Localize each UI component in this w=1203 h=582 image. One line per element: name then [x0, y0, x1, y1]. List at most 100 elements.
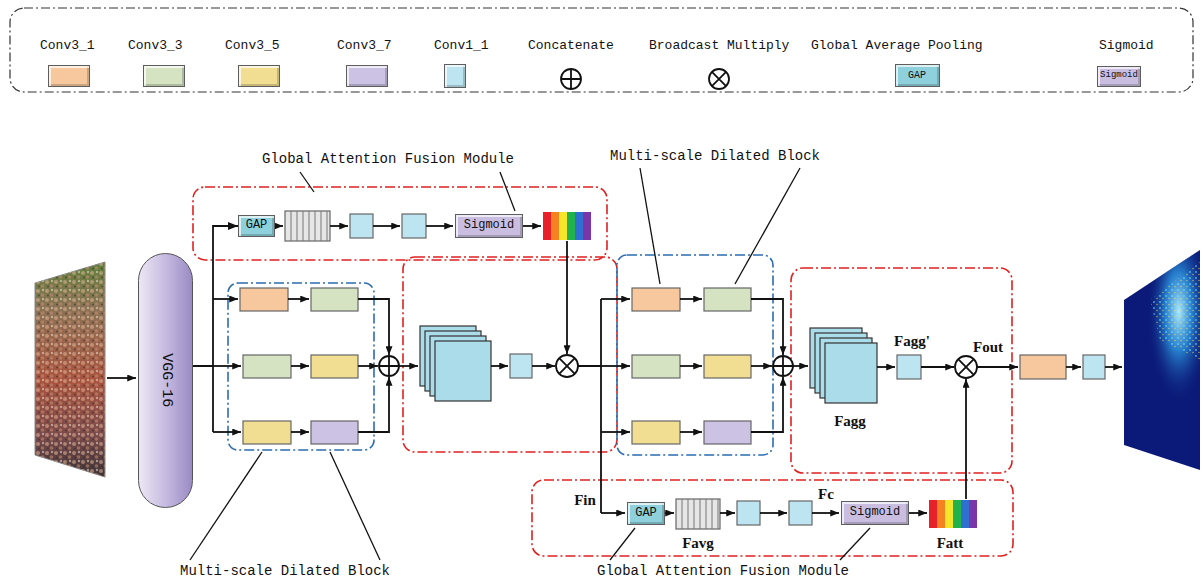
flow-arrow — [358, 365, 378, 367]
flow-arrow — [566, 241, 568, 354]
legend-frame — [10, 8, 1193, 92]
input-image — [35, 262, 105, 477]
node-label: Sigmoid — [464, 219, 514, 232]
operator-symbol — [955, 356, 977, 378]
legend-label: Conv1_1 — [434, 39, 489, 53]
node-label: GAP — [246, 219, 268, 232]
tensor-name: Fagg — [834, 413, 866, 430]
legend-frame — [10, 8, 1193, 92]
flow-arrow — [1105, 366, 1122, 368]
flow-arrow — [107, 226, 1122, 513]
conv-block — [704, 355, 751, 378]
operator-symbol — [773, 356, 793, 376]
attention-vector — [937, 500, 945, 528]
legend-swatch — [346, 65, 388, 87]
gap-box: GAP — [627, 502, 665, 525]
flow-arrow — [751, 365, 772, 367]
conv-block — [243, 355, 291, 378]
conv-block — [825, 343, 877, 403]
leader-line — [500, 172, 515, 211]
flow-arrow — [275, 225, 283, 227]
flow-arrow — [877, 366, 895, 368]
flow-arrow — [373, 225, 400, 227]
swatch-text: Sigmoid — [1100, 71, 1138, 81]
conv-block — [311, 421, 358, 444]
flow-arrow — [578, 299, 601, 513]
flow-arrow — [288, 298, 309, 300]
attention-vector — [583, 212, 591, 240]
conv-block — [350, 214, 373, 238]
flow-arrow — [107, 377, 136, 379]
flow-arrow — [601, 365, 630, 367]
flow-arrow — [213, 431, 241, 433]
node-label: GAP — [635, 507, 657, 520]
module-outline — [193, 187, 607, 260]
module-outline — [532, 480, 1013, 556]
operator-symbol — [379, 355, 977, 378]
flow-arrow — [965, 379, 967, 499]
legend-label: Conv3_1 — [40, 39, 95, 53]
input-image — [35, 262, 105, 477]
attention-vector — [961, 500, 969, 528]
operator-symbol — [773, 356, 793, 376]
multiply-symbol — [709, 69, 729, 89]
flow-arrow — [330, 225, 348, 227]
flow-arrow — [358, 377, 389, 432]
flow-arrow — [601, 431, 630, 433]
flow-arrow — [523, 225, 541, 227]
flow-arrow — [601, 298, 630, 300]
conv-block — [243, 421, 291, 444]
legend-swatch — [143, 65, 185, 87]
module-outline — [791, 268, 1012, 473]
conv-block — [737, 501, 760, 525]
module-outline — [403, 257, 617, 452]
conv-block — [311, 355, 358, 378]
operator-symbol — [379, 356, 399, 376]
module-title: Global Attention Fusion Module — [262, 152, 514, 167]
conv-block — [676, 499, 720, 529]
flow-arrow — [213, 365, 241, 367]
tensor-name: Fatt — [937, 535, 964, 552]
multiply-symbol — [709, 69, 729, 89]
leader-line — [735, 168, 800, 284]
leader-line — [300, 172, 314, 192]
concatenate-symbol — [561, 69, 581, 89]
attention-vector — [929, 500, 937, 528]
flow-arrow — [426, 225, 453, 227]
attention-vector — [543, 212, 551, 240]
tensor-name: Fagg' — [894, 333, 930, 350]
leader-line — [840, 528, 870, 560]
flow-arrow — [977, 366, 1018, 368]
legend-label: Conv3_7 — [337, 39, 392, 53]
tensor-name: Fc — [818, 486, 834, 503]
tensor-name: Fout — [973, 339, 1003, 356]
legend-swatch — [238, 65, 280, 87]
conv-block — [311, 288, 358, 311]
conv-block — [682, 499, 718, 529]
leader-line — [330, 452, 380, 560]
flow-arrow — [720, 512, 735, 514]
attention-vector — [945, 500, 953, 528]
flow-arrow — [680, 365, 702, 367]
tensor-name: Favg — [682, 535, 714, 552]
module-outline — [617, 255, 773, 455]
conv-block — [789, 501, 812, 525]
legend-label: Conv3_5 — [225, 39, 280, 53]
conv-block — [632, 421, 680, 444]
density-map — [1150, 262, 1200, 360]
conv-block — [240, 211, 1105, 529]
conv-block — [435, 341, 491, 401]
conv-block — [632, 355, 680, 378]
density-map — [1124, 250, 1200, 470]
flow-arrow — [601, 512, 625, 514]
module-title: Multi-scale Dilated Block — [180, 564, 390, 579]
legend-label: Global Average Pooling — [811, 39, 983, 53]
conv-block — [402, 214, 426, 238]
flow-arrow — [751, 299, 783, 355]
arrow-head — [228, 222, 238, 230]
node-label: Sigmoid — [850, 506, 900, 519]
attention-vector — [543, 212, 977, 528]
flow-arrow — [680, 431, 702, 433]
leader-line — [640, 168, 660, 284]
leader-line — [190, 452, 262, 560]
